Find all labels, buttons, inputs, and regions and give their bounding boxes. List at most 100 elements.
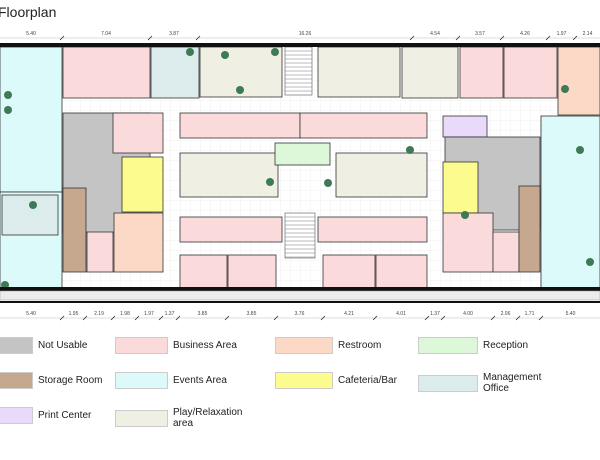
plant-icon (236, 86, 244, 94)
management-office-left (1, 194, 59, 236)
dimension-label: 5.40 (566, 311, 576, 317)
legend-label: Business Area (173, 340, 237, 351)
dimension-tick (455, 35, 461, 41)
plant-icon (324, 179, 332, 187)
dimension-label: 1.95 (69, 311, 79, 317)
business-room (503, 46, 558, 99)
dimension-tick (158, 315, 164, 321)
plant-icon (406, 146, 414, 154)
play-island (179, 152, 279, 198)
dimension-tick (424, 315, 430, 321)
legend-label: Print Center (38, 410, 92, 421)
dimension-tick (175, 315, 181, 321)
dimension-tick (224, 315, 230, 321)
restroom (557, 46, 600, 116)
dimension-label: 1.98 (120, 311, 130, 317)
legend-swatch (115, 337, 168, 354)
dimension-tick (440, 315, 446, 321)
legend-swatch (418, 374, 478, 392)
legend-swatch (418, 337, 478, 354)
dimension-label: 3.76 (295, 311, 305, 317)
stairs (284, 46, 313, 96)
legend-label: Play/Relaxation area (173, 407, 243, 429)
plant-icon (461, 211, 469, 219)
dimension-label: 4.26 (520, 31, 530, 37)
dimension-label: 1.71 (525, 311, 535, 317)
cafeteria-left (121, 156, 164, 213)
legend-item: Reception (418, 337, 528, 354)
legend-item: Restroom (275, 337, 381, 354)
legend-item: Events Area (115, 372, 227, 389)
dimension-label: 5.40 (26, 31, 36, 37)
legend-item: Not Usable (0, 337, 87, 354)
dimension-tick (409, 35, 415, 41)
dimension-label: 4.01 (396, 311, 406, 317)
business-room (459, 46, 504, 99)
business-room (375, 254, 428, 289)
legend-item: Play/Relaxation area (115, 407, 253, 429)
legend-item: Business Area (115, 337, 237, 354)
legend-swatch (275, 337, 333, 354)
dimension-tick (490, 315, 496, 321)
dimension-label: 1.97 (144, 311, 154, 317)
legend-item: Management Office (418, 372, 563, 394)
dimension-label: 2.06 (501, 311, 511, 317)
outer-wall-bottom (0, 287, 600, 291)
dimension-label: 4.00 (463, 311, 473, 317)
business-room (322, 254, 376, 289)
business-room (492, 231, 520, 273)
dimension-tick (82, 315, 88, 321)
print-center (442, 115, 488, 138)
dimension-tick (195, 35, 201, 41)
plant-icon (586, 258, 594, 266)
dimension-tick (59, 35, 65, 41)
plant-icon (271, 48, 279, 56)
desk-strip (179, 112, 301, 139)
dimension-label: 4.21 (344, 311, 354, 317)
dimension-tick (110, 315, 116, 321)
restroom-left (113, 212, 164, 273)
legend-label: Storage Room (38, 375, 103, 386)
dimension-tick (545, 35, 551, 41)
legend-swatch (115, 409, 168, 427)
play-island (335, 152, 428, 198)
plant-icon (576, 146, 584, 154)
legend-label: Events Area (173, 375, 227, 386)
dimension-tick (499, 35, 505, 41)
plant-icon (29, 201, 37, 209)
legend-swatch (275, 372, 333, 389)
play-area (317, 46, 401, 98)
dimension-tick (515, 315, 521, 321)
play-area (401, 46, 459, 99)
legend-item: Print Center (0, 407, 91, 424)
business-room (86, 231, 114, 273)
legend-label: Reception (483, 340, 529, 351)
stairs (284, 212, 316, 259)
storage-room-right (518, 185, 541, 273)
plant-icon (561, 85, 569, 93)
page-title: Floorplan (0, 4, 57, 20)
legend-swatch (0, 407, 33, 424)
plant-icon (4, 106, 12, 114)
dimension-label: 16.26 (299, 31, 312, 37)
dimension-label: 2.14 (583, 31, 593, 37)
dimension-tick (59, 315, 65, 321)
dimension-tick (147, 35, 153, 41)
plant-icon (266, 178, 274, 186)
dimension-tick (273, 315, 279, 321)
dimension-label: 3.85 (247, 311, 257, 317)
dimension-label: 4.54 (430, 31, 440, 37)
dimension-tick (320, 315, 326, 321)
business-room (442, 212, 494, 273)
outer-wall-top (0, 43, 600, 47)
plant-icon (221, 51, 229, 59)
legend-swatch (115, 372, 168, 389)
dimension-label: 3.57 (475, 31, 485, 37)
legend-item: Storage Room (0, 372, 102, 389)
cafeteria-right (442, 161, 479, 214)
legend-label: Restroom (338, 340, 382, 351)
desk-strip (179, 216, 283, 243)
plant-icon (4, 91, 12, 99)
reception (274, 142, 331, 166)
